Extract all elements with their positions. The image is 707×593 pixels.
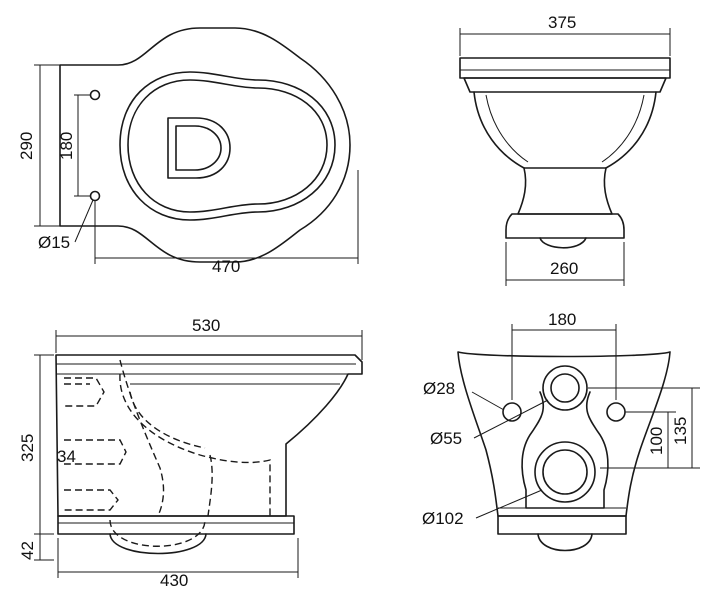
rear-outline [457, 351, 671, 517]
side-view: 530 430 325 42 34 [18, 316, 363, 590]
bowl-rim-outer [119, 71, 336, 221]
top-height-label: 290 [17, 132, 36, 160]
side-outlet [109, 533, 207, 555]
side-waste-offset-label: 34 [57, 447, 76, 466]
front-rim-lower [463, 77, 667, 93]
rear-outlet-outer [534, 441, 596, 503]
front-base [505, 213, 625, 239]
top-hole-spacing-label: 180 [57, 132, 76, 160]
front-bowl [473, 91, 657, 169]
front-pedestal [517, 167, 613, 215]
side-bowl-hidden [119, 373, 271, 516]
side-outline [55, 354, 363, 517]
front-width-label: 375 [548, 13, 576, 32]
front-rim-top [459, 57, 671, 79]
rear-outlet-inner [542, 449, 588, 495]
front-view: 375 260 [459, 13, 671, 286]
rear-base [497, 515, 627, 535]
rear-outer-height-label: 135 [671, 417, 690, 445]
rear-outlet [537, 533, 593, 552]
rear-inner-height-label: 100 [647, 427, 666, 455]
bowl-rim-inner [127, 79, 328, 213]
rear-fixing-hole-label: Ø28 [423, 379, 455, 398]
side-height-label: 325 [18, 434, 37, 462]
rear-fixing-hole-right [606, 402, 626, 422]
side-base-length-label: 430 [160, 571, 188, 590]
fixing-hole-bottom [89, 190, 101, 202]
side-base-height-label: 42 [18, 541, 37, 560]
rear-inlet-outer [542, 365, 588, 411]
rear-width-label: 180 [548, 310, 576, 329]
top-hole-diameter-label: Ø15 [38, 233, 70, 252]
top-view: D 290 180 470 Ø15 [17, 27, 359, 276]
brand-d-mark [167, 117, 231, 179]
rear-view: 180 100 135 Ø28 Ø55 Ø102 [422, 310, 700, 552]
top-width-label: 470 [212, 257, 240, 276]
front-base-width-label: 260 [550, 259, 578, 278]
side-length-label: 530 [192, 316, 220, 335]
rear-fixing-hole-left [502, 402, 522, 422]
fixing-hole-top [89, 89, 101, 101]
top-view-outline [59, 27, 351, 263]
rear-outlet-label: Ø102 [422, 509, 464, 528]
rear-inlet-inner [550, 373, 580, 403]
rear-inlet-label: Ø55 [430, 429, 462, 448]
front-outlet [539, 237, 587, 249]
side-base [57, 515, 295, 535]
side-trap-hidden [119, 359, 165, 517]
